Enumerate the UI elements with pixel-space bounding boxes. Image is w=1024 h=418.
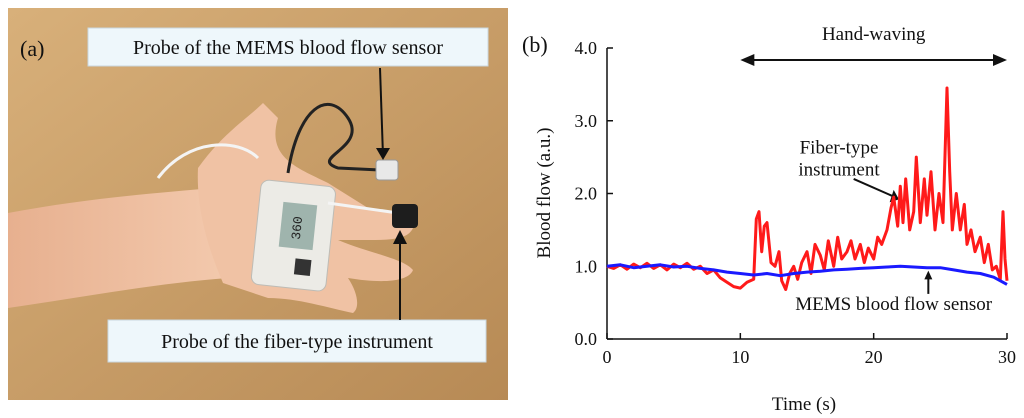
- mems-probe: [375, 159, 399, 181]
- y-axis-title: Blood flow (a.u.): [534, 128, 555, 259]
- y-tick-label: 2.0: [575, 184, 598, 204]
- callout-bottom-box: [107, 319, 487, 363]
- fiber-probe: [392, 204, 418, 228]
- probe-cable-fiber: [156, 143, 399, 215]
- device-display: 360: [289, 216, 306, 241]
- device-screen: [278, 201, 318, 251]
- callout-top-arrowhead: [376, 148, 390, 160]
- arm: [8, 188, 228, 308]
- callout-top-text: Probe of the MEMS blood flow sensor: [133, 37, 443, 59]
- y-tick-label: 0.0: [575, 329, 598, 349]
- x-tick-label: 10: [731, 347, 749, 367]
- fiber-label-line1: Fiber-type: [800, 137, 879, 158]
- x-axis-title: Time (s): [772, 394, 836, 415]
- device-button: [293, 258, 312, 276]
- y-tick-label: 3.0: [575, 111, 598, 131]
- mems-pointer-head: [924, 270, 933, 280]
- chart-panel: (b) 0.0 1.0 2.0 3.0 4.0 0 10 20 30 Hand-wavingFi…: [522, 24, 1017, 415]
- hand-waving-arrowhead-left: [740, 54, 755, 66]
- hand-waving-label: Hand-waving: [822, 24, 926, 45]
- chart-series: [606, 86, 1009, 291]
- hand-waving-arrowhead-right: [993, 54, 1007, 66]
- chart-axes: 0.0 1.0 2.0 3.0 4.0 0 10 20 30: [575, 38, 1017, 367]
- callout-bottom-text: Probe of the fiber-type instrument: [161, 331, 433, 353]
- photo-panel: 360 (a) Probe of the MEMS blood flow sen…: [8, 8, 508, 400]
- x-tick-label: 30: [998, 347, 1016, 367]
- fiber-label-line2: instrument: [798, 159, 880, 180]
- callout-bottom-arrowhead: [393, 230, 407, 244]
- panel-b-label: (b): [522, 32, 548, 57]
- probe-cable-mems: [286, 102, 381, 174]
- y-tick-label: 1.0: [575, 256, 598, 276]
- x-tick-label: 0: [603, 347, 612, 367]
- y-tick-label: 4.0: [575, 38, 598, 58]
- mems-label: MEMS blood flow sensor: [795, 294, 993, 315]
- x-tick-label: 20: [865, 347, 883, 367]
- fiber-type-instrument-line: [606, 86, 1009, 291]
- mems-blood-flow-sensor-line: [606, 263, 1008, 286]
- panel-a-label: (a): [20, 36, 44, 61]
- callout-top-box: [87, 27, 489, 67]
- callout-top-arrow: [379, 67, 384, 157]
- fiber-pointer: [853, 178, 896, 199]
